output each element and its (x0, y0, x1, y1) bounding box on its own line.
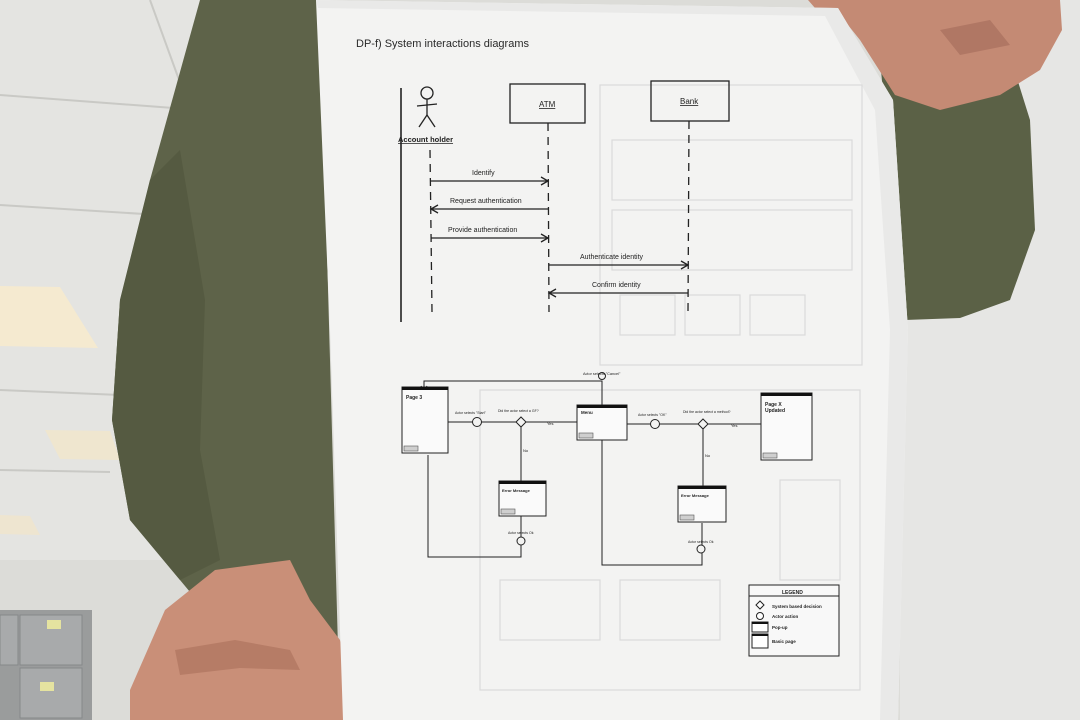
message-label: Authenticate identity (580, 254, 644, 261)
paper-sheet (316, 0, 908, 720)
legend-item: Basic page (772, 639, 796, 644)
message-label: Request authentication (450, 198, 522, 205)
legend-item: Actor action (772, 614, 799, 619)
flow-label: No (523, 448, 529, 453)
right-hand (808, 0, 1062, 110)
person-right-arm (880, 40, 1035, 320)
ceiling-light (0, 286, 98, 348)
flow-label: Actor selects "OK" (638, 413, 667, 417)
flow-label: Did the actor select a method? (683, 410, 731, 414)
flow-label: Did the actor select a GF? (498, 409, 539, 413)
flow-menu-page (576, 404, 628, 441)
flow-label: Actor selects Ok (508, 531, 534, 535)
message-label: Confirm identity (592, 282, 641, 289)
popup-title: Error Message (502, 488, 531, 493)
actor-label: Account holder (398, 135, 453, 144)
document-title: DP-f) System interactions diagrams (356, 38, 529, 50)
flow-label: Yes (547, 421, 554, 426)
page-title: Page 3 (406, 395, 422, 401)
left-hand (130, 560, 360, 720)
flow-label: Actor selects "Cancel" (583, 372, 621, 376)
popup-title: Error Message (681, 493, 710, 498)
lifeline-atm-label: ATM (539, 100, 556, 109)
message-label: Provide authentication (448, 227, 517, 234)
legend-item: System based decision (772, 604, 822, 609)
legend-item: Pop-up (772, 625, 788, 630)
legend-title: LEGEND (782, 590, 803, 596)
ceiling-light (45, 430, 120, 460)
flow-page-3 (401, 386, 449, 454)
flow-label: No (705, 453, 711, 458)
message-label: Identify (472, 170, 495, 177)
flow-label: Actor selects Ok (688, 540, 714, 544)
lifeline-bank-label: Bank (680, 97, 699, 106)
flow-label: Yes (731, 423, 738, 428)
page-title: Menu (581, 410, 593, 415)
flow-label: Actor selects "Start" (455, 411, 487, 415)
